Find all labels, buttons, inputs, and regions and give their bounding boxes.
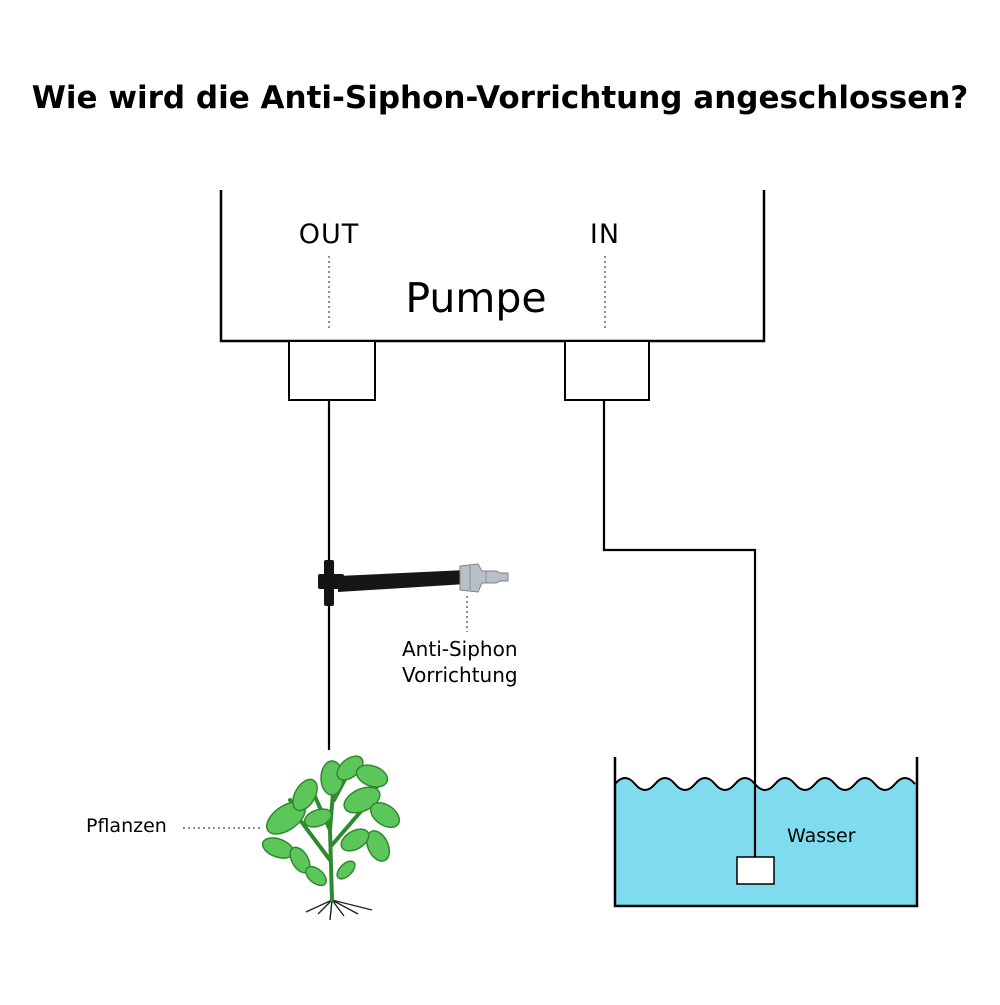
anti-siphon-valve-icon — [318, 560, 509, 606]
pump-box — [219, 190, 766, 343]
diagram-title: Wie wird die Anti-Siphon-Vorrichtung ang… — [32, 80, 969, 116]
port-in-fitting — [564, 340, 650, 401]
device-label-line2: Vorrichtung — [402, 663, 518, 687]
tank-walls — [613, 757, 919, 908]
port-out-fitting — [288, 340, 376, 401]
port-out-label: OUT — [299, 219, 360, 250]
pump-label: Pumpe — [405, 274, 546, 322]
water-surface — [614, 777, 916, 791]
water-tank — [613, 757, 919, 908]
water-label: Wasser — [787, 825, 856, 847]
plants-label: Pflanzen — [86, 815, 167, 837]
plant-icon — [261, 755, 401, 921]
water-body — [615, 778, 917, 905]
device-label-line1: Anti-Siphon — [402, 637, 518, 661]
port-in-label: IN — [590, 219, 620, 250]
filter-block-icon — [736, 856, 775, 885]
in-hose — [602, 400, 757, 858]
